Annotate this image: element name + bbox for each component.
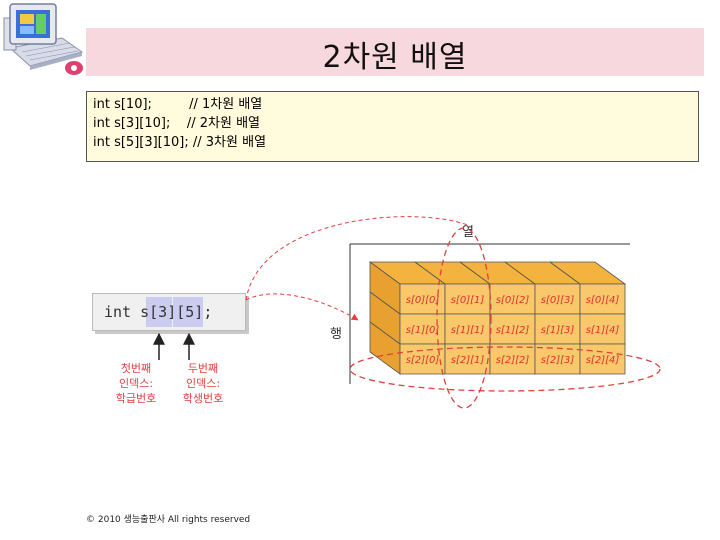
array-cells: s[0][0] s[0][1] s[0][2] s[0][3] s[0][4] s[1][…	[370, 262, 625, 374]
array-cell-label: s[2][3]	[541, 355, 575, 366]
array-cell-label: s[1][3]	[541, 325, 575, 336]
array-cell-label: s[0][3]	[541, 295, 575, 306]
copyright-footer: © 2010 생능출판사 All rights reserved	[86, 512, 250, 525]
array-cell-label: s[0][1]	[451, 295, 485, 306]
row-axis-label: 행	[330, 326, 342, 342]
array-cell-label: s[2][0]	[406, 355, 440, 366]
array-cell-label: s[0][0]	[406, 295, 440, 306]
array-cell-label: s[1][2]	[496, 325, 530, 336]
array-cell-label: s[2][2]	[496, 355, 530, 366]
array-cell-label: s[1][4]	[586, 325, 620, 336]
dashed-arrow-2	[246, 294, 358, 320]
array-cell-label: s[2][1]	[451, 355, 485, 366]
array-cell-label: s[1][0]	[406, 325, 440, 336]
array-cell-label: s[2][4]	[586, 355, 620, 366]
array-cell-label: s[0][2]	[496, 295, 530, 306]
array-cell-label: s[1][1]	[451, 325, 485, 336]
array-cell-label: s[0][4]	[586, 295, 620, 306]
